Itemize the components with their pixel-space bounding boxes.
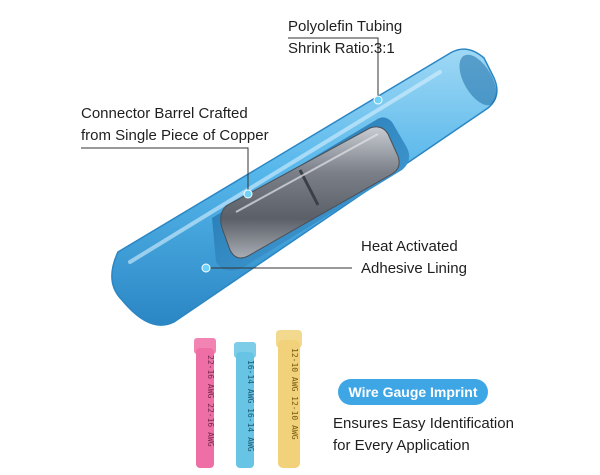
adhesive-line-1: Heat Activated bbox=[361, 238, 458, 255]
ident-line-2: for Every Application bbox=[333, 437, 470, 454]
connector-pink: 22-16 AWG 22-16 AWG bbox=[194, 338, 216, 468]
callout-barrel: Connector Barrel Crafted from Single Pie… bbox=[81, 103, 269, 147]
connector-blue: 16-14 AWG 16-14 AWG bbox=[234, 342, 256, 468]
tubing-line-2: Shrink Ratio:3:1 bbox=[288, 40, 395, 57]
barrel-line-2: from Single Piece of Copper bbox=[81, 127, 269, 144]
connector-yellow: 12-10 AWG 12-10 AWG bbox=[276, 330, 302, 468]
ident-line-1: Ensures Easy Identification bbox=[333, 415, 514, 432]
leader-lines bbox=[81, 37, 379, 269]
wire-gauge-badge: Wire Gauge Imprint bbox=[338, 379, 488, 405]
imprint-22-16: 22-16 AWG 22-16 AWG bbox=[206, 355, 215, 447]
callout-dots bbox=[201, 95, 383, 273]
callout-identification: Ensures Easy Identification for Every Ap… bbox=[333, 413, 514, 457]
adhesive-line-2: Adhesive Lining bbox=[361, 260, 467, 277]
copper-barrel bbox=[220, 126, 400, 259]
barrel-line-1: Connector Barrel Crafted bbox=[81, 105, 248, 122]
tubing-line-1: Polyolefin Tubing bbox=[288, 18, 403, 35]
imprint-12-10: 12-10 AWG 12-10 AWG bbox=[290, 348, 299, 440]
callout-adhesive: Heat Activated Adhesive Lining bbox=[361, 236, 467, 280]
callout-tubing: Polyolefin Tubing Shrink Ratio:3:1 bbox=[288, 16, 402, 60]
imprint-16-14: 16-14 AWG 16-14 AWG bbox=[246, 360, 255, 452]
